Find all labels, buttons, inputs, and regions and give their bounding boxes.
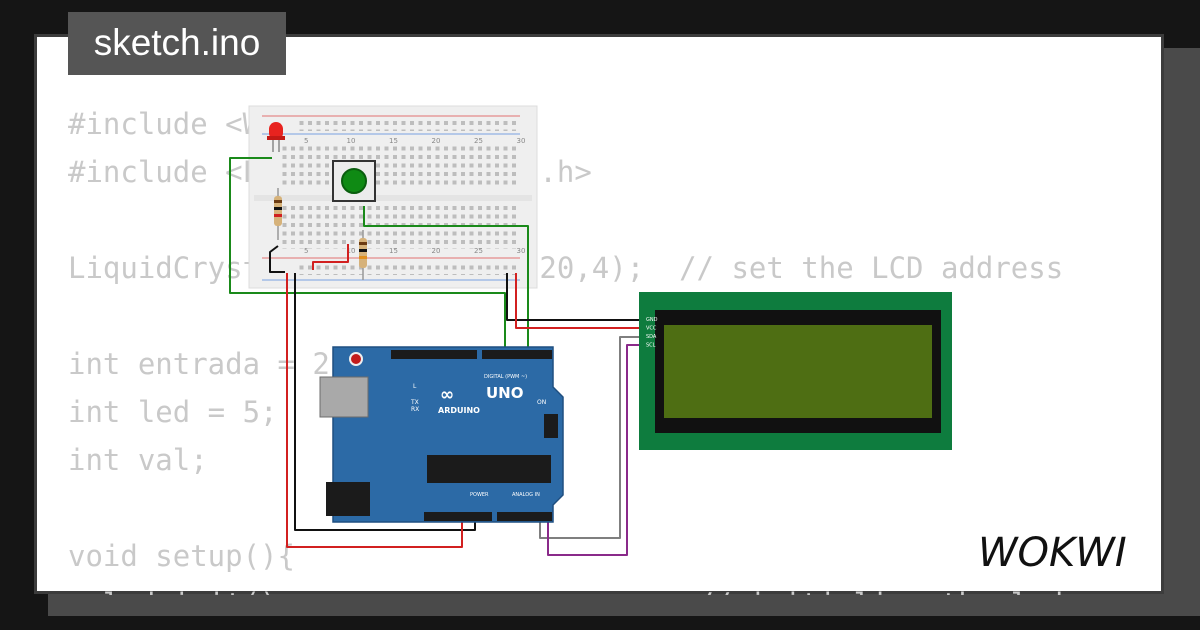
breadboard-column-label: 30 [517,137,526,145]
breadboard-column-label: 20 [432,247,441,255]
breadboard-column-label: 15 [389,137,398,145]
breadboard-column-label: 15 [389,247,398,255]
breadboard-column-label: 30 [517,247,526,255]
wire-purple-scl [547,344,643,556]
on-label: ON [537,399,546,406]
l-led-label: L [413,383,417,390]
file-tab[interactable]: sketch.ino [68,12,286,75]
tx-label: TX [410,399,419,406]
arduino-uno: ∞ UNO ARDUINO DIGITAL (PWM ~) ON L TX RX… [319,346,564,523]
svg-text:∞: ∞ [440,385,454,405]
wire-red-5v [286,273,463,548]
board-brand: ARDUINO [438,406,480,415]
breadboard-column-label: 5 [304,137,308,145]
digital-label: DIGITAL (PWM ~) [484,374,527,380]
code-line: lcd.init(); // initialize the lcd [68,580,1132,595]
resistor-1 [274,188,282,240]
wire-black-bb [269,245,285,273]
breadboard-column-label: 20 [432,137,441,145]
wires [229,157,643,556]
lcd-pin-label: SCL [646,343,656,349]
breadboard-column-label: 10 [347,247,356,255]
breadboard-column-label: 25 [474,137,483,145]
wire-green-button [363,206,529,350]
red-led [267,122,285,152]
code-line: int led = 5; [68,395,278,429]
lcd-2004-i2c: GND VCC SDA SCL [639,292,952,450]
wire-green-led [229,157,506,350]
wire-gray-sda [539,336,643,539]
push-button[interactable] [332,160,376,202]
code-line: int val; [68,443,208,477]
wokwi-logo-text: WOKWI [978,530,1127,576]
wire-red-bb [312,244,349,270]
board-name: UNO [486,384,524,402]
lcd-pin-label: VCC [646,326,657,332]
wire-black-lcd [506,273,643,321]
resistor-2 [359,230,367,280]
breadboard-column-label: 25 [474,247,483,255]
rx-label: RX [411,406,419,413]
breadboard-column-label: 10 [347,137,356,145]
breadboard: 5 10 15 20 25 30 5 10 15 20 25 30 [248,105,538,289]
code-line: void setup(){ [68,539,295,573]
lcd-pin-label: GND [646,317,658,323]
lcd-pin-label: SDA [646,334,657,340]
power-label: POWER [470,492,489,498]
analog-label: ANALOG IN [512,492,540,498]
wokwi-logo: WOKWI [978,530,1127,576]
preview-card [34,34,1164,594]
wire-red-lcd [515,273,643,329]
breadboard-column-label: 5 [304,247,308,255]
